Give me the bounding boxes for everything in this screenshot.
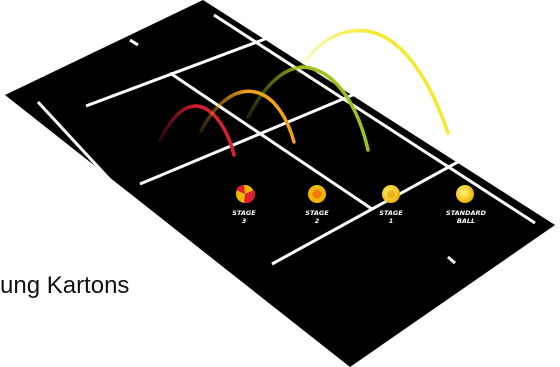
ball-stage-1-center: [387, 190, 395, 198]
trajectory-stage-2: [199, 89, 296, 144]
ball-standard-icon: [456, 185, 474, 203]
ball-stage-1: [382, 185, 400, 203]
label-stage-2-line2: 2: [315, 217, 320, 225]
ball-stage-2: [308, 185, 326, 203]
service-line-far: [85, 37, 266, 108]
label-stage-2-line1: STAGE: [305, 209, 329, 217]
center-service-line: [169, 71, 373, 211]
ball-stage-3-red-cap: [236, 185, 245, 194]
label-standard-line2: BALL: [457, 217, 475, 225]
trajectory-standard-ball: [296, 28, 450, 135]
ball-trajectories: [158, 28, 450, 157]
label-stage-1-line1: STAGE: [379, 209, 403, 217]
label-stage-3-line1: STAGE: [232, 209, 256, 217]
center-mark-near: [447, 255, 456, 265]
ball-stage-3-red-half: [244, 190, 256, 204]
label-stage-3-line2: 3: [242, 217, 247, 225]
net-line: [139, 84, 375, 186]
service-line-near: [271, 150, 477, 266]
ball-stage-3: [236, 185, 256, 204]
court-lines: [36, 13, 536, 355]
center-mark-far: [129, 38, 139, 47]
ball-stage-2-center: [312, 189, 322, 199]
caption-text: ung Kartons: [0, 272, 130, 299]
trajectory-stage-1: [246, 65, 370, 152]
singles-sideline-left: [36, 100, 272, 355]
ball-standard: [456, 185, 474, 203]
trajectory-stage-3: [158, 104, 236, 157]
court-surface: [5, 0, 555, 367]
singles-sideline-right: [213, 13, 536, 225]
label-standard-line1: STANDARD: [446, 209, 487, 217]
label-stage-1-line2: 1: [389, 217, 394, 225]
